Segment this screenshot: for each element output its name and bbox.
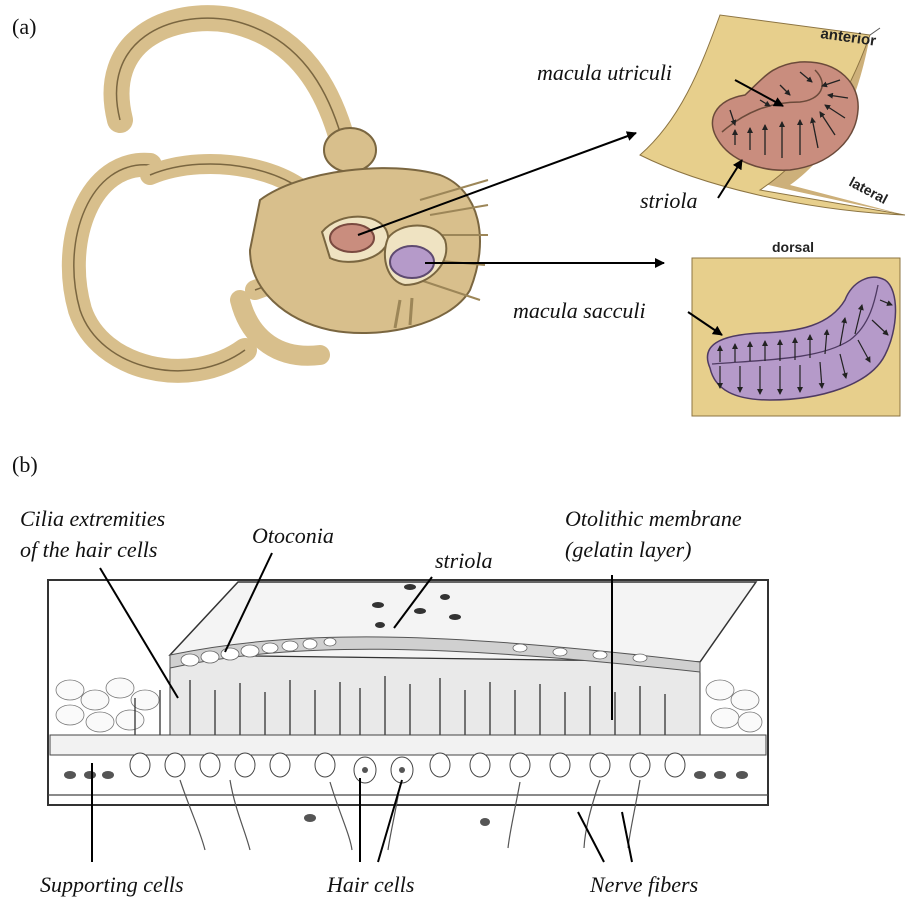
supporting-cells-label: Supporting cells [40, 872, 184, 897]
otolithic-label-line1: Otolithic membrane [565, 506, 742, 531]
hair-cells-label: Hair cells [326, 872, 414, 897]
nerve-fibers-label: Nerve fibers [589, 872, 698, 897]
otolithic-label-line2: (gelatin layer) [565, 537, 691, 562]
nerve-leader-right [622, 812, 632, 862]
striola-label-a: striola [640, 188, 697, 213]
cilia-leader-line [100, 568, 178, 698]
panel-b-tag: (b) [12, 452, 38, 477]
nerve-leader-left [578, 812, 604, 862]
macula-sacculi-label: macula sacculi [513, 298, 646, 323]
cilia-label-line1: Cilia extremities [20, 506, 165, 531]
macula-cross-section-illustration [48, 580, 768, 850]
utricle-macula-diagram: anterior lateral [640, 15, 905, 215]
inner-ear-illustration [74, 18, 488, 371]
hair-cells-leader-right [378, 780, 402, 862]
macula-utriculi-label: macula utriculi [537, 60, 672, 85]
saccule-macula-diagram: dorsal [692, 239, 900, 416]
otoconia-label: Otoconia [252, 523, 334, 548]
panel-a-tag: (a) [12, 14, 36, 39]
cilia-label-line2: of the hair cells [20, 537, 157, 562]
dorsal-label: dorsal [772, 239, 814, 255]
striola-label-b: striola [435, 548, 492, 573]
utricle-macula-spot [330, 224, 374, 252]
